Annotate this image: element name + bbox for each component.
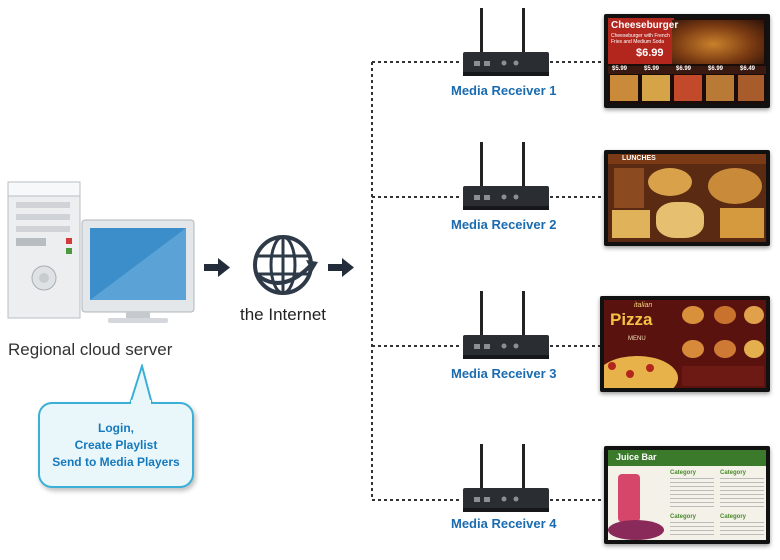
server-label: Regional cloud server bbox=[8, 340, 173, 359]
display-screen-1: Cheeseburger Cheeseburger with French Fr… bbox=[604, 14, 770, 108]
screen4-category-2: Category bbox=[720, 470, 747, 476]
server-computer-icon bbox=[7, 181, 195, 323]
screen1-title: Cheeseburger bbox=[611, 20, 679, 31]
screen1-price-1: $5.99 bbox=[612, 66, 628, 72]
internet-label: the Internet bbox=[240, 305, 327, 324]
media-receiver-device-icon bbox=[463, 8, 549, 76]
callout-line-send: Send to Media Players bbox=[52, 455, 180, 469]
screen4-title: Juice Bar bbox=[616, 452, 657, 462]
screen4-category-3: Category bbox=[670, 514, 697, 520]
media-receiver-device-icon bbox=[463, 291, 549, 359]
screen4-category-4: Category bbox=[720, 514, 747, 520]
screen1-price-4: $6.99 bbox=[708, 66, 724, 72]
receiver-label-2: Media Receiver 2 bbox=[451, 217, 557, 232]
screen2-title: LUNCHES bbox=[622, 155, 656, 162]
callout-line-playlist: Create Playlist bbox=[74, 438, 158, 452]
callout-line-login: Login, bbox=[98, 421, 134, 435]
receiver-label-4: Media Receiver 4 bbox=[451, 516, 557, 531]
burger-image bbox=[672, 20, 764, 64]
screen1-price-3: $6.99 bbox=[676, 66, 692, 72]
screen3-script: italian bbox=[634, 302, 653, 309]
media-receiver-device-icon bbox=[463, 142, 549, 210]
screen1-price-5: $6.49 bbox=[740, 66, 756, 72]
screen3-menu: MENU bbox=[628, 336, 646, 342]
screen1-price: $6.99 bbox=[636, 47, 664, 59]
arrow-right-icon bbox=[204, 258, 230, 277]
screen1-price-2: $5.99 bbox=[644, 66, 660, 72]
screen4-category-1: Category bbox=[670, 470, 697, 476]
display-screen-2: LUNCHES bbox=[604, 150, 770, 246]
callout-pointer-joint bbox=[131, 400, 151, 406]
screen3-title: Pizza bbox=[610, 310, 653, 329]
receiver-label-1: Media Receiver 1 bbox=[451, 83, 557, 98]
media-receiver-device-icon bbox=[463, 444, 549, 512]
callout-bubble: Login, Create Playlist Send to Media Pla… bbox=[38, 402, 194, 488]
display-screen-3: italian Pizza MENU bbox=[600, 296, 770, 392]
arrow-right-icon bbox=[328, 258, 354, 277]
display-screen-4: Juice Bar Category Category Category Cat… bbox=[604, 446, 770, 544]
receiver-label-3: Media Receiver 3 bbox=[451, 366, 557, 381]
globe-icon bbox=[253, 235, 318, 295]
screen1-subtitle: Cheeseburger with French Fries and Mediu… bbox=[611, 33, 670, 45]
